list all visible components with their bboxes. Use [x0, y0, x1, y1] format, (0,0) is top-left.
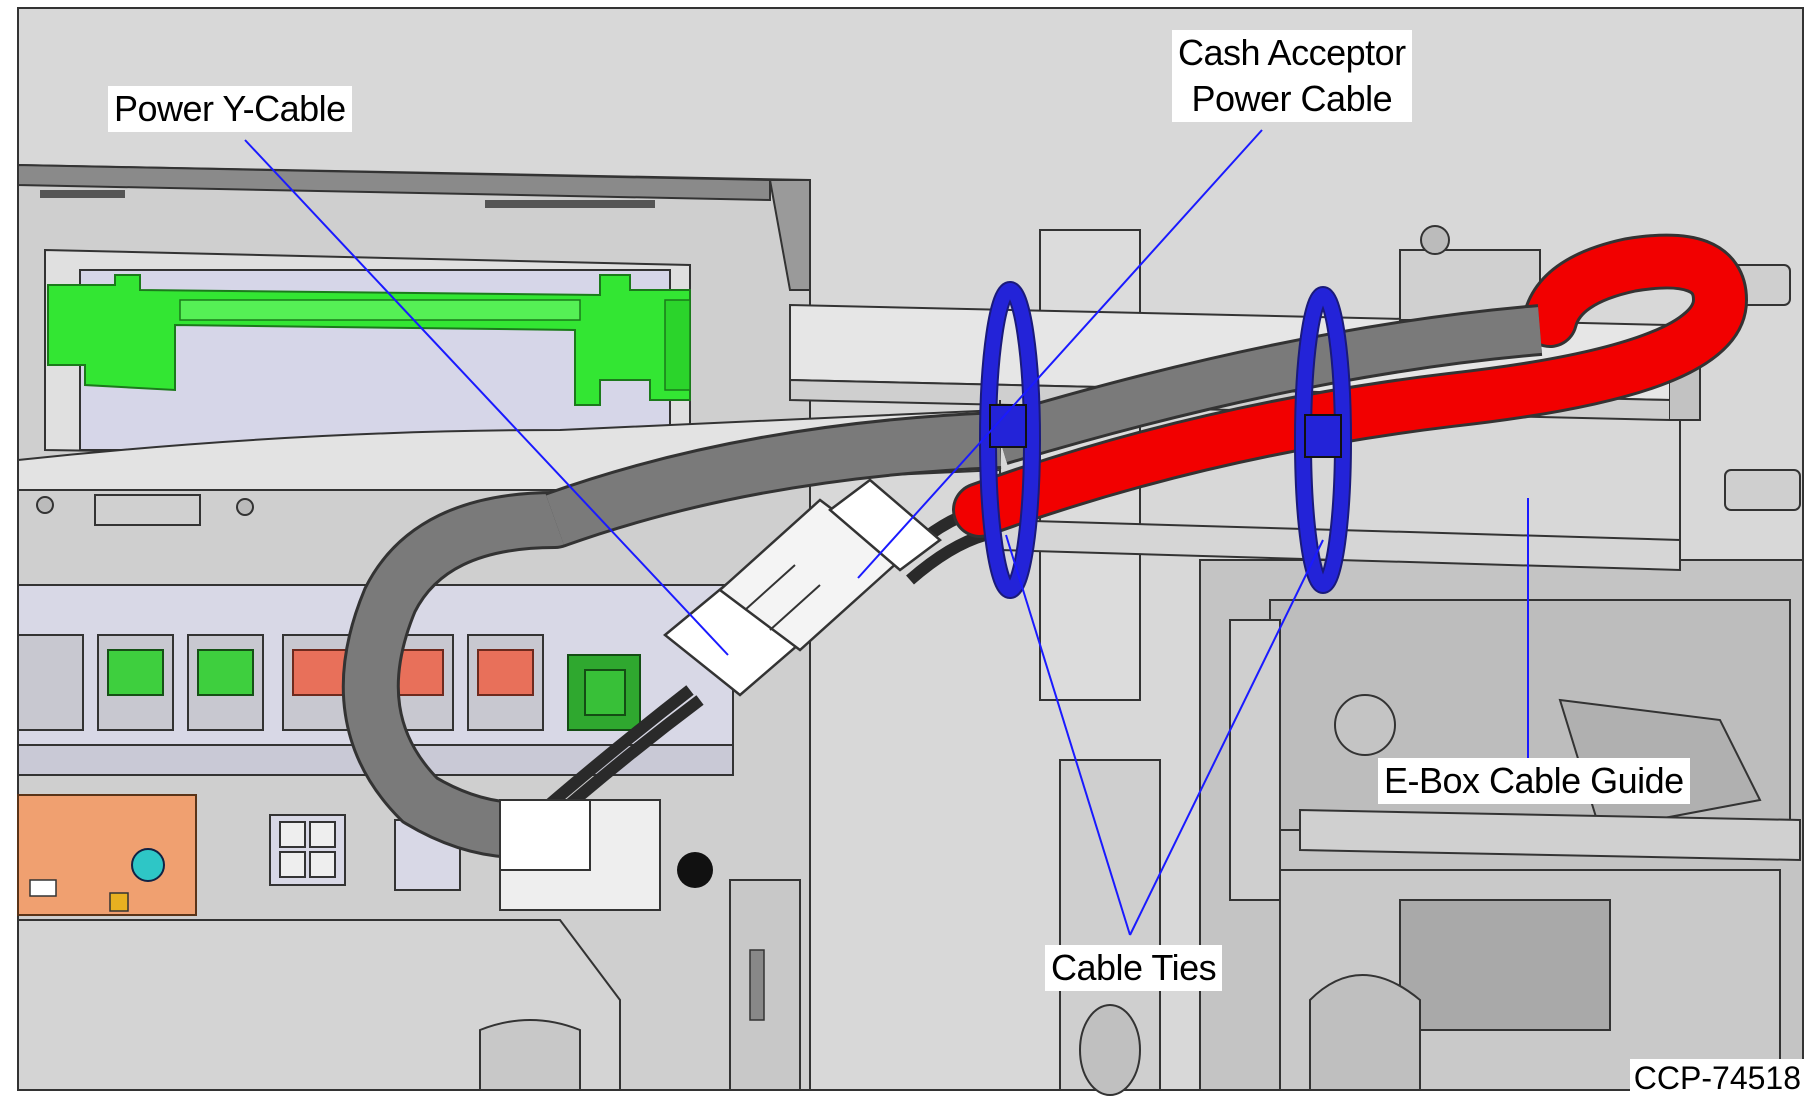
gray-cable	[344, 494, 581, 856]
orange-panel	[17, 794, 197, 916]
ebox-cable-guide-label: E-Box Cable Guide	[1378, 758, 1690, 804]
cable-tie-right	[1294, 286, 1352, 594]
figure-id: CCP-74518	[1629, 1059, 1805, 1097]
leader-power-y-cable	[244, 139, 729, 656]
red-cable	[955, 236, 1746, 535]
leader-cable-tie-right	[1129, 539, 1324, 936]
cash-acceptor-label-line2: Power Cable	[1191, 78, 1393, 119]
power-y-cable-label: Power Y-Cable	[108, 86, 352, 132]
leader-cable-tie-left	[1005, 534, 1131, 936]
y-cable-connector	[663, 478, 942, 697]
cable-ties-label: Cable Ties	[1045, 945, 1223, 991]
cash-acceptor-label-line1: Cash Acceptor	[1178, 32, 1406, 73]
leader-lines	[244, 129, 1529, 936]
cash-acceptor-label: Cash Acceptor Power Cable	[1172, 30, 1412, 122]
port-row	[17, 634, 641, 731]
leader-cash-acceptor	[857, 129, 1263, 579]
